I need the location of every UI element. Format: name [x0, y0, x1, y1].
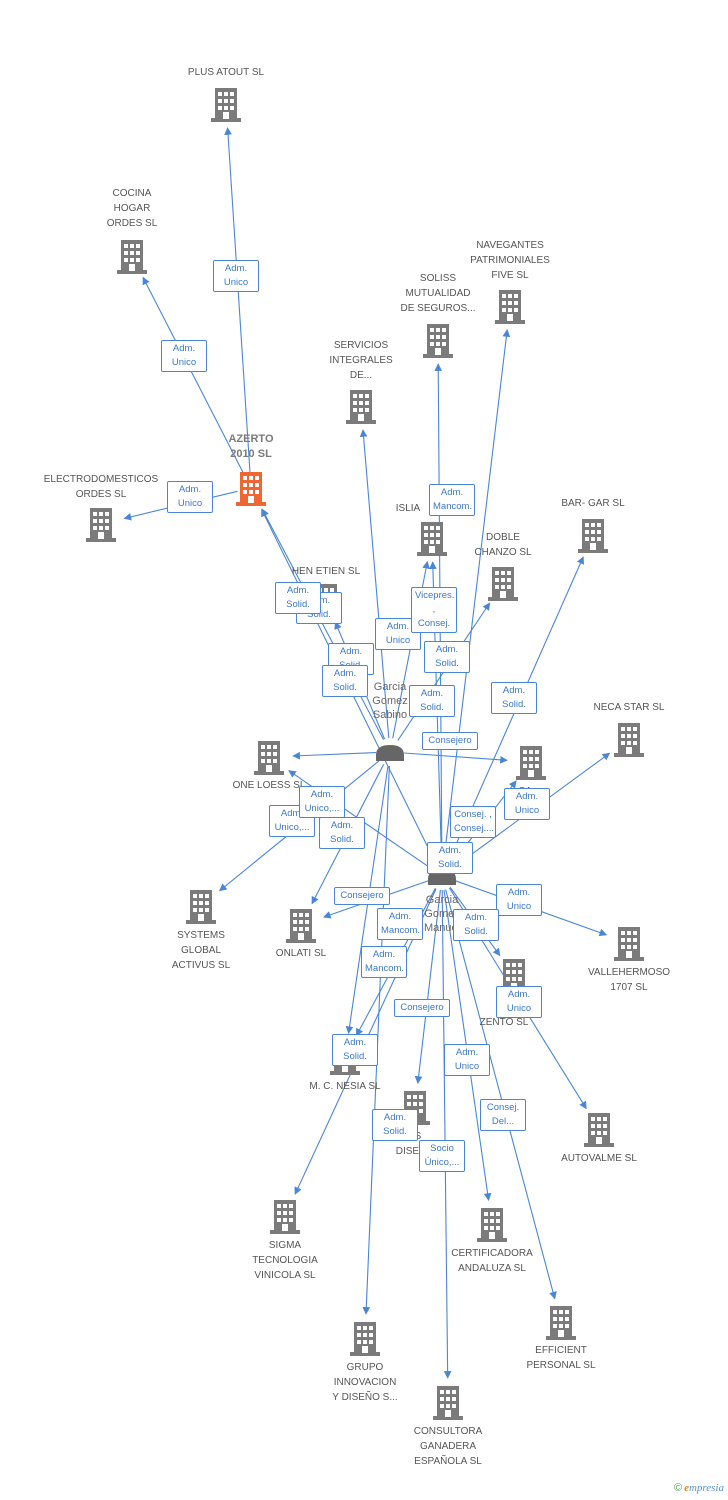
node-label-autovalme[interactable]: AUTOVALME SL — [561, 1153, 637, 1164]
relation-label[interactable]: Consejero — [334, 887, 390, 905]
building-icon[interactable] — [270, 1200, 300, 1234]
relation-label[interactable]: Adm. Unico — [504, 788, 550, 820]
relation-label[interactable]: Adm. Solid. — [319, 817, 365, 849]
node-label-grupo[interactable]: GRUPO INNOVACION Y DISEÑO S... — [332, 1362, 398, 1403]
building-icon[interactable] — [254, 741, 284, 775]
relation-label[interactable]: Consejero — [394, 999, 450, 1017]
building-icon[interactable] — [350, 1322, 380, 1356]
relation-label[interactable]: Adm. Unico — [167, 481, 213, 513]
node-label-consultora[interactable]: CONSULTORA GANADERA ESPAÑOLA SL — [413, 1426, 483, 1467]
relation-label[interactable]: Adm. Unico — [496, 884, 542, 916]
node-label-doble[interactable]: DOBLE CHANZO SL — [474, 532, 532, 558]
person-icon[interactable] — [376, 745, 404, 761]
building-icon[interactable] — [578, 519, 608, 553]
relation-label[interactable]: Socio Único,... — [419, 1140, 465, 1172]
building-icon[interactable] — [346, 390, 376, 424]
relation-label[interactable]: Adm. Solid. — [453, 909, 499, 941]
relation-label[interactable]: Adm. Unico,... — [299, 786, 345, 818]
node-label-certificadora[interactable]: CERTIFICADORA ANDALUZA SL — [451, 1248, 533, 1274]
node-label-vallehermoso[interactable]: VALLEHERMOSO 1707 SL — [587, 967, 671, 993]
relation-label[interactable]: Adm. Unico — [444, 1044, 490, 1076]
node-label-bargar[interactable]: BAR- GAR SL — [561, 498, 625, 509]
node-label-soliss[interactable]: SOLISS MUTUALIDAD DE SEGUROS... — [400, 273, 476, 314]
relation-label[interactable]: Adm. Solid. — [372, 1109, 418, 1141]
brand-name: mpresia — [688, 1482, 724, 1494]
relation-label[interactable]: Adm. Solid. — [424, 641, 470, 673]
node-label-onlati[interactable]: ONLATI SL — [275, 948, 327, 959]
building-icon[interactable] — [516, 746, 546, 780]
building-icon[interactable] — [211, 88, 241, 122]
relation-label[interactable]: Consej. , Consej.... — [450, 806, 496, 838]
building-icon[interactable] — [477, 1208, 507, 1242]
relation-label[interactable]: Adm. Solid. — [491, 682, 537, 714]
node-label-servicios[interactable]: SERVICIOS INTEGRALES DE... — [329, 340, 393, 381]
building-icon[interactable] — [117, 240, 147, 274]
edge-azerto-cocina — [142, 276, 246, 476]
building-icon[interactable] — [614, 927, 644, 961]
edge-p1-azerto — [261, 508, 384, 740]
relation-label[interactable]: Adm. Unico — [161, 340, 207, 372]
building-icon[interactable] — [86, 508, 116, 542]
node-label-mcnesia[interactable]: M. C. NESIA SL — [309, 1081, 381, 1092]
edge-p2-efficient — [445, 889, 557, 1300]
relation-label[interactable]: Adm. Solid. — [332, 1034, 378, 1066]
edge-p1-oneloess — [292, 751, 377, 760]
edge-p2-navegantes — [443, 329, 511, 863]
node-label-sigma[interactable]: SIGMA TECNOLOGIA VINICOLA SL — [252, 1240, 318, 1281]
building-icon[interactable] — [286, 909, 316, 943]
node-label-islia[interactable]: ISLIA — [395, 503, 421, 514]
brand-initial: e — [684, 1482, 689, 1494]
relation-label[interactable]: Adm. Unico — [213, 260, 259, 292]
relation-label[interactable]: Adm. Unico — [496, 986, 542, 1018]
relation-label[interactable]: Consejero — [422, 732, 478, 750]
relation-label[interactable]: Consej. Del... — [480, 1099, 526, 1131]
building-icon[interactable] — [488, 567, 518, 601]
node-label-henetien[interactable]: HEN ETIEN SL — [291, 566, 361, 577]
building-icon[interactable] — [423, 324, 453, 358]
node-label-cocina[interactable]: COCINA HOGAR ORDES SL — [106, 188, 158, 229]
relation-label[interactable]: Vicepres. , Consej. — [411, 587, 457, 633]
building-icon[interactable] — [584, 1113, 614, 1147]
building-icon[interactable] — [186, 890, 216, 924]
node-label-oneloess[interactable]: ONE LOESS SL — [232, 780, 306, 791]
node-label-necastar[interactable]: NECA STAR SL — [593, 702, 665, 713]
relation-label[interactable]: Adm. Solid. — [322, 665, 368, 697]
edge-p2-res — [414, 889, 441, 1084]
building-icon[interactable] — [546, 1306, 576, 1340]
watermark: ©empresia — [674, 1482, 724, 1494]
copyright-icon: © — [673, 1482, 683, 1494]
building-icon[interactable] — [614, 723, 644, 757]
edge-azerto-plus-atout — [224, 127, 251, 475]
building-icon[interactable] — [236, 472, 266, 506]
relation-label[interactable]: Adm. Mancom. — [377, 908, 423, 940]
edge-p1-servicios — [359, 429, 390, 739]
edge-p2-consultora — [441, 889, 452, 1379]
node-label-p2[interactable]: Garcia Gomez Manuel — [423, 894, 461, 934]
node-label-p1[interactable]: Garcia Gomez Sabino — [372, 681, 408, 721]
building-icon[interactable] — [433, 1386, 463, 1420]
node-label-efficient[interactable]: EFFICIENT PERSONAL SL — [526, 1345, 596, 1371]
relation-label[interactable]: Adm. Solid. — [409, 685, 455, 717]
node-label-navegantes[interactable]: NAVEGANTES PATRIMONIALES FIVE SL — [470, 240, 550, 281]
relation-label[interactable]: Adm. Mancom. — [361, 946, 407, 978]
node-label-plus-atout[interactable]: PLUS ATOUT SL — [187, 67, 265, 78]
relation-label[interactable]: Adm. Mancom. — [429, 484, 475, 516]
relation-label[interactable]: Adm. Solid. — [427, 842, 473, 874]
node-label-systems[interactable]: SYSTEMS GLOBAL ACTIVUS SL — [171, 930, 231, 971]
relation-label[interactable]: Adm. Solid. — [275, 582, 321, 614]
node-label-electro[interactable]: ELECTRODOMESTICOS ORDES SL — [43, 474, 159, 500]
node-label-azerto[interactable]: AZERTO 2010 SL — [228, 433, 274, 460]
edge-p1-ca — [403, 752, 508, 764]
